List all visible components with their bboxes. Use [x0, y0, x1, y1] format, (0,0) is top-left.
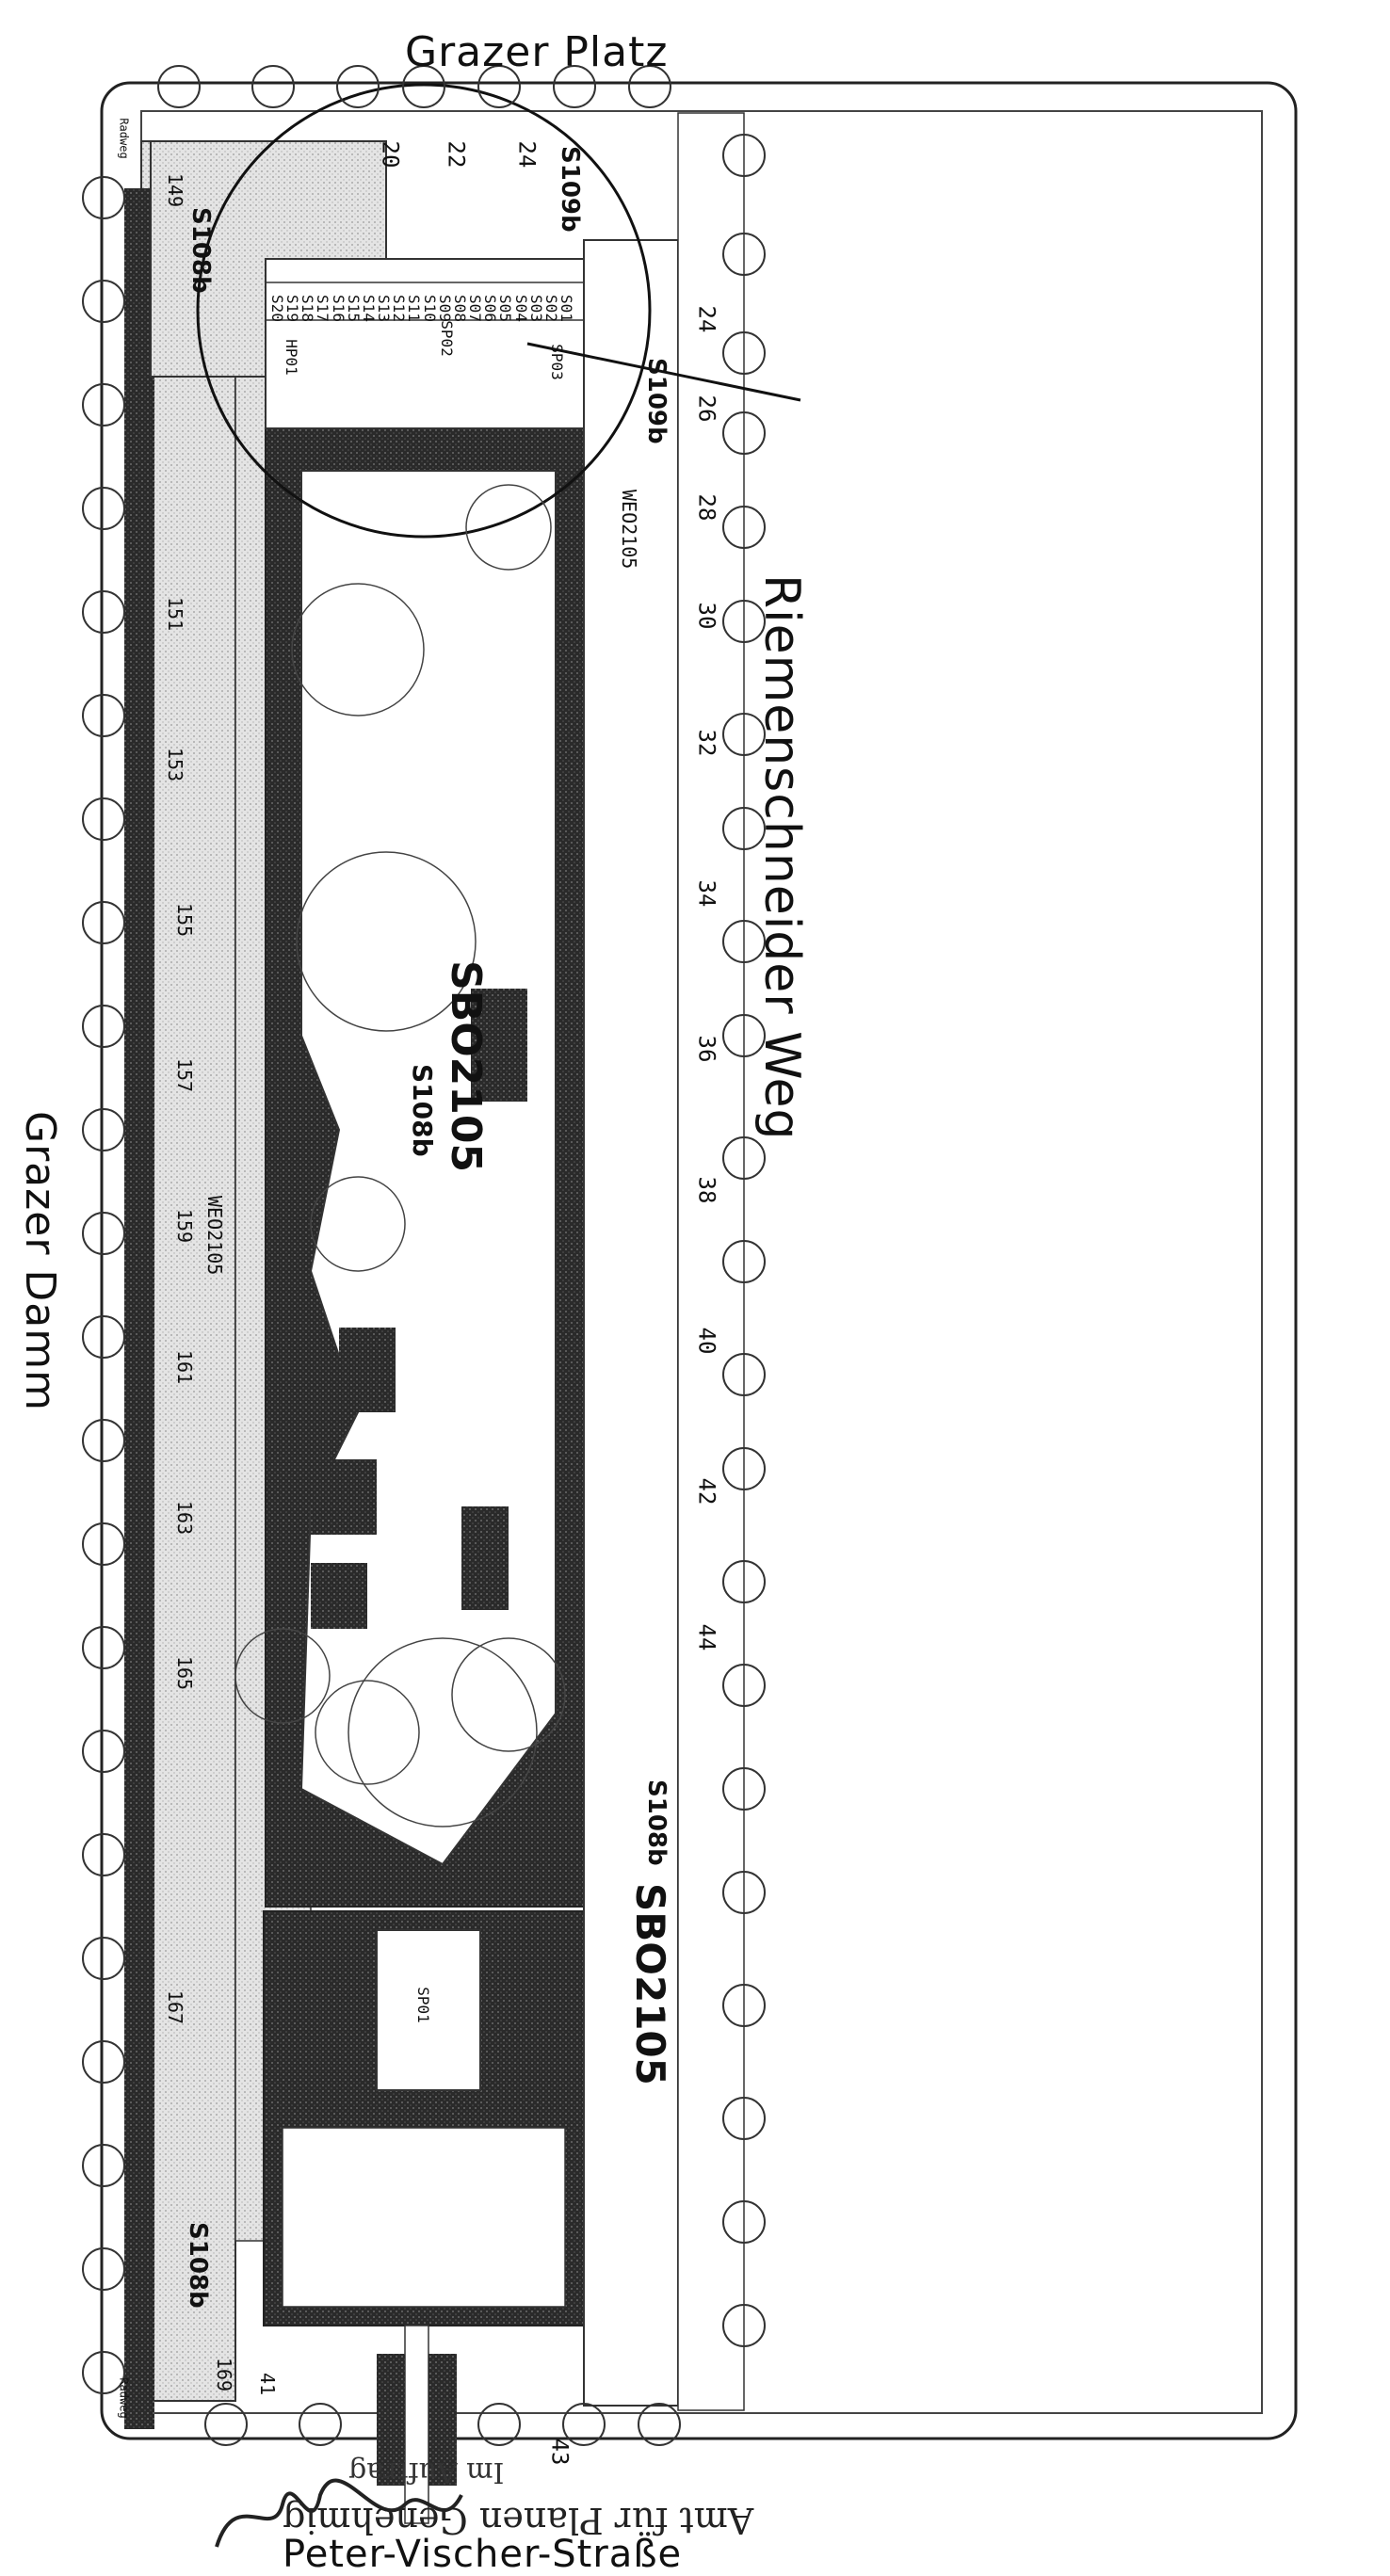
house-number: 20 [377, 140, 404, 169]
zone-label-sbo2105-right: SBO2105 [627, 1883, 673, 2085]
play-area-label: SP03 [547, 344, 566, 380]
planting-patch [311, 1563, 367, 1629]
entrance-hedge-right [428, 2354, 457, 2486]
house-number: 43 [546, 2438, 574, 2466]
house-number: 153 [164, 747, 187, 782]
parking-space-label: S11 [405, 295, 424, 322]
house-number: 36 [693, 1035, 720, 1063]
house-number: 163 [173, 1500, 197, 1536]
approval-stamp: Amt für Planen Genehmig [283, 2500, 754, 2541]
zone-label-s108b-center: S108b [407, 1064, 438, 1157]
planting-patch [471, 989, 527, 1102]
house-number: 38 [693, 1176, 720, 1204]
play-area-label: SP02 [437, 320, 456, 357]
left-building-strip [140, 140, 236, 2402]
highlight-circle [196, 83, 652, 539]
lower-lawn [282, 2127, 566, 2308]
house-number: 161 [173, 1349, 197, 1385]
house-number: 30 [693, 602, 720, 630]
planting-patch [461, 1506, 509, 1610]
courtyard-trees [234, 484, 566, 1827]
house-number: 26 [693, 394, 720, 423]
right-outer-strip [677, 112, 745, 2411]
entrance-hedge-left [377, 2354, 405, 2486]
upper-courtyard [265, 258, 587, 429]
parking-space-label: S16 [329, 295, 348, 322]
bike-lane-label: Radweg [117, 2377, 131, 2419]
house-number: 32 [693, 729, 720, 757]
block-outline [100, 81, 1298, 2440]
house-number: 149 [164, 172, 187, 208]
house-number: 157 [173, 1057, 197, 1093]
house-number: 41 [256, 2372, 280, 2396]
zone-label-s109b-top: S109b [556, 146, 584, 233]
house-number: 159 [173, 1208, 197, 1244]
parking-space-label: S17 [314, 295, 332, 322]
house-number: 22 [443, 140, 470, 169]
play-area-label: SP01 [413, 1987, 432, 2023]
street-trees-left [82, 176, 125, 2394]
house-number: 28 [693, 493, 720, 522]
zone-label-weo2105-left: WEO2105 [203, 1196, 226, 1276]
house-number: 34 [693, 879, 720, 908]
zone-label-sbo2105-center: SBO2105 [442, 960, 490, 1173]
house-number: 42 [693, 1477, 720, 1505]
entrance-path [404, 2325, 429, 2524]
street-label-grazer-damm: Grazer Damm [16, 1111, 64, 1411]
zone-label-s109b-upper: S109b [642, 358, 671, 444]
house-number: 169 [213, 2357, 236, 2392]
parking-space-label: S04 [511, 295, 530, 322]
street-trees-bottom [204, 2403, 681, 2446]
planting-patch [311, 1459, 377, 1535]
street-trees-right [722, 134, 766, 2347]
lawn-area [299, 470, 557, 1866]
pointer-line [526, 342, 801, 402]
house-number: 40 [693, 1327, 720, 1355]
parking-space-label: S06 [481, 295, 500, 322]
house-number: 151 [164, 596, 187, 632]
parking-space-label: S10 [420, 295, 439, 322]
house-number: 165 [173, 1655, 197, 1691]
zone-label-s108b-upper-left: S108b [186, 207, 215, 294]
house-number: 155 [173, 902, 197, 938]
parking-space-label: S12 [390, 295, 409, 322]
house-number: 167 [164, 1989, 187, 2025]
street-label-grazer-platz: Grazer Platz [405, 28, 669, 76]
left-hedge [124, 188, 154, 2429]
house-number: 24 [513, 140, 541, 169]
street-trees-top [157, 65, 671, 108]
bike-lane-label: Radweg [117, 118, 131, 159]
parking-space-label: S05 [496, 295, 515, 322]
zone-label-s108b-right: S108b [642, 1779, 671, 1866]
zone-label-weo2105-right: WEO2105 [618, 490, 640, 570]
parking-space-label: S19 [283, 295, 302, 322]
house-number: 44 [693, 1623, 720, 1651]
street-label-riemenschneider-weg: Riemenschneider Weg [753, 574, 810, 1141]
signature [215, 2478, 463, 2548]
play-area-label: HP01 [282, 339, 300, 376]
parking-space-label: S20 [267, 295, 286, 322]
play-area-sp01 [376, 1929, 481, 2091]
parking-space-label: S18 [299, 295, 317, 322]
house-number: 24 [693, 305, 720, 333]
zone-label-s108b-lower-left: S108b [184, 2222, 212, 2309]
planting-patch [339, 1328, 396, 1412]
approval-stamp-sub: Im Auftrag [348, 2455, 505, 2488]
